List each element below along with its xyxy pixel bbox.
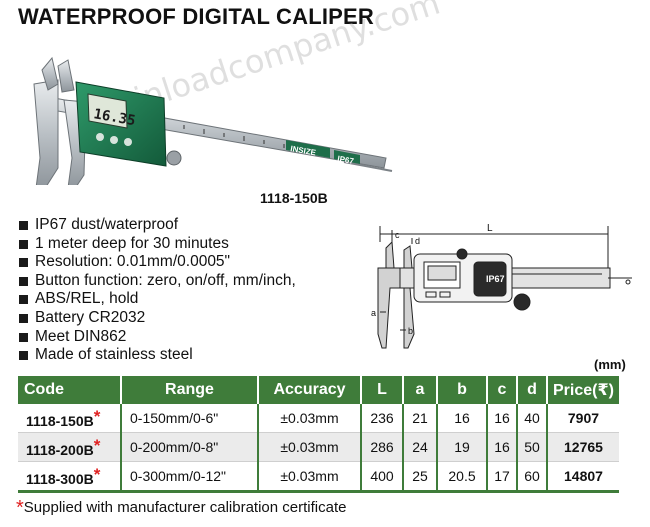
feature-item: Meet DIN862 bbox=[18, 328, 296, 347]
code-cell: 1118-200B bbox=[26, 442, 94, 458]
table-header-row: Code Range Accuracy L a b c d Price(₹) bbox=[18, 376, 619, 404]
header-l: L bbox=[361, 376, 404, 404]
accuracy-cell: ±0.03mm bbox=[258, 404, 362, 433]
feature-list: IP67 dust/waterproof 1 meter deep for 30… bbox=[18, 216, 296, 365]
star-mark: * bbox=[93, 436, 101, 455]
table-row: 1118-200B* 0-200mm/0-8" ±0.03mm 286 24 1… bbox=[18, 432, 619, 462]
header-a: a bbox=[403, 376, 438, 404]
c-cell: 16 bbox=[487, 432, 518, 462]
feature-item: Battery CR2032 bbox=[18, 309, 296, 328]
b-cell: 20.5 bbox=[437, 461, 488, 493]
a-cell: 21 bbox=[403, 404, 438, 433]
header-d: d bbox=[517, 376, 548, 404]
footnote: *Supplied with manufacturer calibration … bbox=[16, 497, 346, 520]
model-caption: 1118-150B bbox=[260, 190, 328, 206]
range-cell: 0-300mm/0-12" bbox=[121, 461, 259, 493]
diagram-rating: IP67 bbox=[486, 274, 505, 284]
l-cell: 286 bbox=[361, 432, 404, 462]
range-cell: 0-200mm/0-8" bbox=[121, 432, 259, 462]
table-row: 1118-150B* 0-150mm/0-6" ±0.03mm 236 21 1… bbox=[18, 404, 619, 433]
l-cell: 400 bbox=[361, 461, 404, 493]
caliper-photo: 16.35 INSIZE IP67 bbox=[33, 56, 393, 185]
feature-item: 1 meter deep for 30 minutes bbox=[18, 235, 296, 254]
header-price: Price(₹) bbox=[547, 376, 619, 404]
d-cell: 50 bbox=[517, 432, 548, 462]
header-c: c bbox=[487, 376, 518, 404]
price-cell: 14807 bbox=[547, 461, 619, 493]
a-cell: 25 bbox=[403, 461, 438, 493]
feature-item: Made of stainless steel bbox=[18, 346, 296, 365]
display-reading: 16.35 bbox=[92, 106, 136, 129]
dimension-diagram: IP67 L c d a b bbox=[371, 223, 632, 349]
feature-item: Resolution: 0.01mm/0.0005" bbox=[18, 253, 296, 272]
dim-L-label: L bbox=[487, 223, 493, 234]
feature-item: Button function: zero, on/off, mm/inch, bbox=[18, 272, 296, 291]
dim-b-label: b bbox=[408, 326, 413, 336]
header-accuracy: Accuracy bbox=[258, 376, 362, 404]
l-cell: 236 bbox=[361, 404, 404, 433]
table-row: 1118-300B* 0-300mm/0-12" ±0.03mm 400 25 … bbox=[18, 461, 619, 493]
accuracy-cell: ±0.03mm bbox=[258, 432, 362, 462]
header-range: Range bbox=[121, 376, 259, 404]
d-cell: 60 bbox=[517, 461, 548, 493]
star-mark: * bbox=[93, 407, 101, 426]
dim-a-label: a bbox=[371, 308, 376, 318]
ip-rating-label: IP67 bbox=[337, 154, 355, 166]
dim-d-label: d bbox=[415, 236, 420, 246]
footnote-text: Supplied with manufacturer calibration c… bbox=[23, 499, 347, 516]
b-cell: 16 bbox=[437, 404, 488, 433]
header-b: b bbox=[437, 376, 488, 404]
header-code: Code bbox=[18, 376, 122, 404]
star-mark: * bbox=[93, 465, 101, 484]
dim-c-label: c bbox=[395, 230, 400, 240]
d-cell: 40 bbox=[517, 404, 548, 433]
footnote-star: * bbox=[16, 497, 24, 519]
spec-table: Code Range Accuracy L a b c d Price(₹) 1… bbox=[18, 376, 619, 493]
accuracy-cell: ±0.03mm bbox=[258, 461, 362, 493]
feature-item: ABS/REL, hold bbox=[18, 290, 296, 309]
page-title: WATERPROOF DIGITAL CALIPER bbox=[18, 4, 374, 29]
c-cell: 17 bbox=[487, 461, 518, 493]
a-cell: 24 bbox=[403, 432, 438, 462]
range-cell: 0-150mm/0-6" bbox=[121, 404, 259, 433]
code-cell: 1118-150B bbox=[26, 413, 94, 429]
b-cell: 19 bbox=[437, 432, 488, 462]
price-cell: 12765 bbox=[547, 432, 619, 462]
c-cell: 16 bbox=[487, 404, 518, 433]
feature-item: IP67 dust/waterproof bbox=[18, 216, 296, 235]
code-cell: 1118-300B bbox=[26, 471, 94, 487]
price-cell: 7907 bbox=[547, 404, 619, 433]
unit-label: (mm) bbox=[594, 357, 626, 372]
